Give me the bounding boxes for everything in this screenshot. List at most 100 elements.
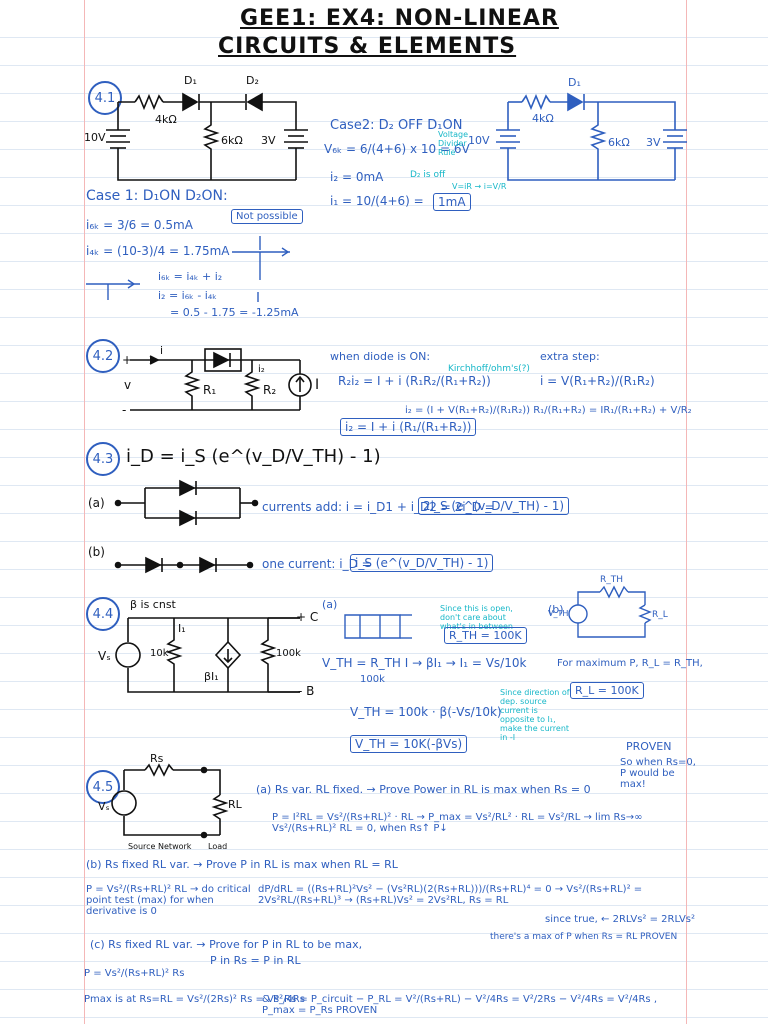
part-c-eq1-45: P = Vs²/(Rs+RL)² Rs [84,968,185,979]
plus-sign: + [122,353,133,367]
label-a-43: (a) [88,496,105,510]
label-vs-44: Vₛ [98,649,111,663]
part-b-45: (b) Rs fixed RL var. → Prove P in RL is … [86,858,398,871]
terminal-c: + C [296,610,319,624]
label-d2: D₂ [246,74,259,87]
max-power-note: For maximum P, R_L = R_TH, [557,658,703,669]
part-c-45: (c) Rs fixed RL var. → Prove for P in RL… [90,938,363,951]
case1-i4k: i₄ₖ = (10-3)/4 = 1.75mA [86,244,230,258]
label-I-42: I [315,377,320,393]
eq-42-4: i₂ = (I + V(R₁+R₂)/(R₁R₂)) R₁/(R₁+R₂) = … [405,405,692,416]
eq-42-1: R₂i₂ = I + i (R₁R₂/(R₁+R₂)) [338,374,491,388]
part-b-deriv-45: dP/dRL = ((Rs+RL)²Vs² − (Vs²RL)(2(Rs+RL)… [258,884,643,906]
part-a-44: (a) [322,598,338,611]
part-b-eq-45: P = Vs²/(Rs+RL)² RL → do critical point … [86,884,251,917]
eq-42-3: i = V(R₁+R₂)/(R₁R₂) [540,374,655,388]
case1-kcl2: i₂ = i₆ₖ - i₄ₖ [158,289,217,302]
case1-kcl3: = 0.5 - 1.75 = -1.25mA [170,306,299,319]
vth-eq1: V_TH = R_TH I → βI₁ → I₁ = Vs/10k [322,656,527,670]
eq-42-2-boxed: i₂ = I + i (R₁/(R₁+R₂)) [340,418,477,436]
voltage-divider-note: Voltage Divider Rule [438,130,469,157]
label-r1-42: R₁ [203,383,217,397]
section-label-4-3: 4.3 [86,442,120,476]
proven-a-note: So when Rs=0, P would be max! [620,757,696,790]
part-c-eq2-45: Pmax is at Rs=RL = Vs²/(2Rs)² Rs = Vs²/4… [84,994,305,1005]
dep-source-note: Since direction of dep. source current i… [500,688,570,742]
proven-a: PROVEN [626,740,672,753]
one-current-box: i_S (e^(v_D/V_TH) - 1) [350,554,494,572]
diode-equation: i_D = i_S (e^(v_D/V_TH) - 1) [126,446,381,467]
part-b-44: (b) [548,603,564,616]
load-label: Load [208,842,228,851]
label-bi1-44: βI₁ [204,670,219,683]
rl-answer: R_L = 100K [570,682,644,699]
label-10v: 10V [84,131,106,144]
right-label-3v: 3V [646,136,661,149]
right-label-4k: 4kΩ [532,112,554,125]
label-b-43: (b) [88,545,105,559]
rth-label-b: R_TH [600,575,624,585]
rth-answer: R_TH = 100K [444,627,527,644]
section-label-4-2: 4.2 [86,339,120,373]
case2-title: Case2: D₂ OFF D₁ON [330,118,463,133]
currents-add-text: currents add: i = i_D1 + i_D2 = 2i_D = [262,500,495,514]
label-r2-42: R₂ [263,383,277,397]
terminal-b: - B [298,684,315,698]
kirchhoff-note: Kirchhoff/ohm's(?) [448,364,530,374]
label-rl-45: RL [228,798,242,811]
part-c2-45: P in Rs = P in RL [210,954,301,967]
label-i2-42: i₂ [258,364,265,375]
currents-add-box: 2i_S (e^(v_D/V_TH) - 1) [418,497,570,515]
part-a-eq-45: P = I²RL = Vs²/(Rs+RL)² · RL → P_max = V… [272,812,643,834]
minus-sign: - [122,403,127,417]
label-i-42: i [160,344,164,357]
label-100k-44: 100k [276,648,301,659]
source-network-label: Source Network [128,842,192,851]
title-line2: CIRCUITS & ELEMENTS [218,34,517,59]
beta-constant: β is cnst [130,598,176,611]
case2-i1-answer: 1mA [433,193,471,211]
label-d1: D₁ [184,74,197,87]
vth-100k: 100k [360,674,385,685]
case2-v6k: V₆ₖ = 6/(4+6) x 10 = 6V [324,142,470,156]
label-6k: 6kΩ [221,134,243,147]
ohms-law-note: V=iR → i=V/R [452,182,507,191]
label-v-42: v [124,378,132,392]
one-current-text: one current: i_D = [262,557,372,571]
case1-i6k: i₆ₖ = 3/6 = 0.5mA [86,218,193,232]
part-a-45: (a) Rs var. RL fixed. → Prove Power in R… [256,783,591,796]
section-label-4-5: 4.5 [86,770,120,804]
open-circuit-note: Since this is open, don't care about wha… [440,604,513,631]
when-diode-on: when diode is ON: [330,350,431,363]
margin-line-right [686,0,687,1024]
vth-eq2: V_TH = 100k · β(-Vs/10k) [350,705,502,719]
part-b-since-45: since true, ← 2RLVs² = 2RLVs² [545,914,696,925]
section-label-4-4: 4.4 [86,597,120,631]
extra-step: extra step: [540,350,600,363]
label-3v: 3V [261,134,276,147]
label-4k: 4kΩ [155,113,177,126]
section-label-4-1: 4.1 [88,81,122,115]
label-10k-44: 10k [150,648,169,659]
case2-i1: i₁ = 10/(4+6) = [330,194,424,208]
not-possible-box: Not possible [231,209,303,224]
label-i1-44: I₁ [178,622,186,635]
part-c-eq3-45: & P_Rs = P_circuit − P_RL = V²/(Rs+RL) −… [262,994,657,1016]
rl-label-b: R_L [652,610,668,620]
case1-kcl1: i₆ₖ = i₄ₖ + i₂ [158,270,223,283]
part-b-max-45: there's a max of P when Rs = RL PROVEN [490,932,678,942]
case2-i2: i₂ = 0mA [330,170,384,184]
title-line1: GEE1: EX4: NON-LINEAR [240,6,559,31]
vth-eq3-boxed: V_TH = 10K(-βVs) [350,735,468,753]
